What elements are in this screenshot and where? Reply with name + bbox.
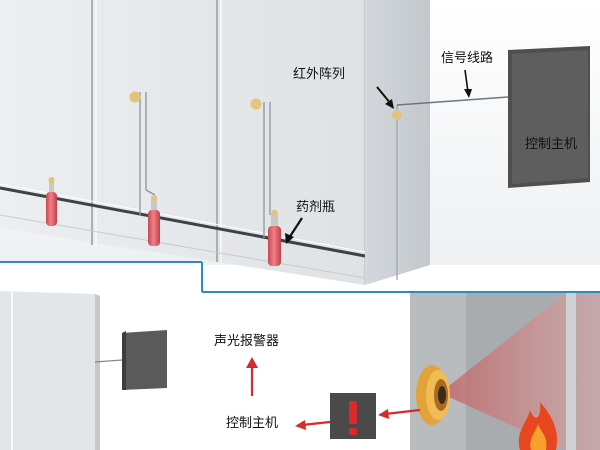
control-host-box: [508, 46, 590, 188]
alarm-control-box: [330, 393, 376, 439]
inset-right-panel: [202, 291, 600, 450]
alert-flow-arrows: [246, 357, 421, 430]
detection-tubes: [129, 91, 402, 238]
control-host-label: 控制主机: [525, 137, 578, 152]
audible-visual-alarm-label: 声光报警器: [214, 334, 280, 349]
inset-left-panel: [0, 261, 203, 450]
signal-line: [396, 96, 509, 106]
signal-line-label: 信号线路: [441, 51, 494, 66]
pipe: [0, 186, 366, 258]
ir-array-sensor: [392, 110, 402, 120]
exclamation-icon: [349, 401, 357, 424]
ir-detection-beam: [440, 293, 600, 450]
ir-array-label: 红外阵列: [293, 67, 346, 82]
agent-bottle: [46, 177, 57, 226]
ir-sensor-device: [416, 365, 450, 425]
nozzle-head: [250, 98, 262, 110]
agent-bottle: [268, 209, 281, 266]
flame-icon: [518, 402, 558, 450]
nozzle-head: [129, 91, 141, 103]
cabinet-end-column: [365, 0, 430, 285]
control-host-bottom-label: 控制主机: [226, 416, 279, 431]
agent-bottle: [148, 195, 160, 246]
agent-bottle-label: 药剂瓶: [296, 200, 336, 215]
annotation-arrows: [285, 69, 472, 244]
